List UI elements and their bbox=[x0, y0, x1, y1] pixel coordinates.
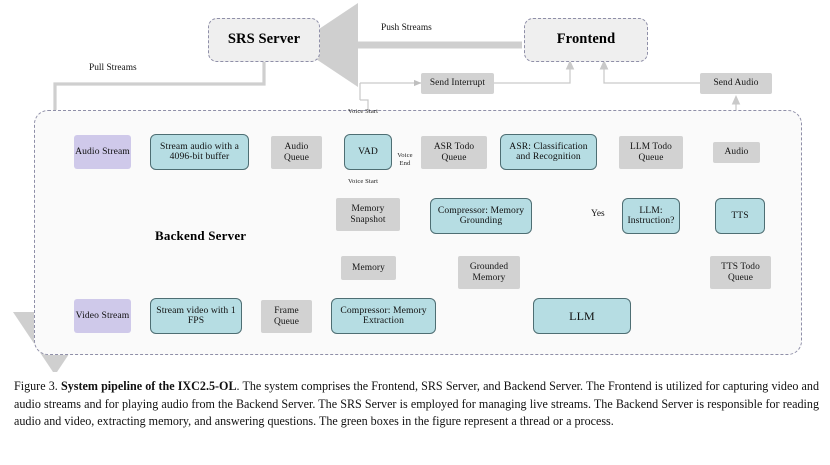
pull-streams-label: Pull Streams bbox=[89, 63, 137, 73]
stream-audio-label: Stream audio with a 4096-bit buffer bbox=[160, 140, 239, 162]
video-stream-label: Video Stream bbox=[75, 309, 130, 321]
audio-queue-box[interactable]: Audio Queue bbox=[271, 136, 322, 169]
memory-label: Memory bbox=[352, 262, 385, 273]
asr-todo-queue-box[interactable]: ASR Todo Queue bbox=[421, 136, 487, 169]
voice-end-label: Voice End bbox=[397, 152, 413, 167]
voice-start-top-label: Voice Start bbox=[348, 108, 379, 115]
voice-start-bottom-label: Voice Start bbox=[348, 178, 379, 185]
compressor-extraction-process-box[interactable]: Compressor: Memory Extraction bbox=[331, 298, 436, 334]
figure-caption: Figure 3. System pipeline of the IXC2.5-… bbox=[14, 378, 819, 431]
caption-body: . The system comprises the Frontend, SRS… bbox=[14, 379, 819, 429]
audio-label: Audio bbox=[724, 147, 749, 158]
asr-process-box[interactable]: ASR: Classification and Recognition bbox=[500, 134, 597, 170]
memory-box[interactable]: Memory bbox=[341, 256, 396, 280]
send-interrupt-label: Send Interrupt bbox=[429, 78, 486, 89]
grounded-memory-box[interactable]: Grounded Memory bbox=[458, 256, 520, 289]
vad-label: VAD bbox=[358, 145, 378, 157]
llm-process-box[interactable]: LLM bbox=[533, 298, 631, 334]
llm-todo-queue-label: LLM Todo Queue bbox=[630, 142, 672, 163]
frame-queue-box[interactable]: Frame Queue bbox=[261, 300, 312, 333]
memory-snapshot-label: Memory Snapshot bbox=[350, 204, 386, 225]
frame-queue-label: Frame Queue bbox=[274, 306, 299, 327]
send-interrupt-box[interactable]: Send Interrupt bbox=[421, 73, 494, 94]
yes-label: Yes bbox=[591, 209, 605, 219]
srs-server-label: SRS Server bbox=[227, 31, 301, 48]
audio-box[interactable]: Audio bbox=[713, 142, 760, 163]
llm-instruction-label: LLM: Instruction? bbox=[627, 204, 675, 226]
stream-audio-process-box[interactable]: Stream audio with a 4096-bit buffer bbox=[150, 134, 249, 170]
llm-todo-queue-box[interactable]: LLM Todo Queue bbox=[619, 136, 683, 169]
frontend-box[interactable]: Frontend bbox=[524, 18, 648, 62]
send-audio-box[interactable]: Send Audio bbox=[700, 73, 772, 94]
tts-todo-queue-box[interactable]: TTS Todo Queue bbox=[710, 256, 771, 289]
stream-video-process-box[interactable]: Stream video with 1 FPS bbox=[150, 298, 242, 334]
video-stream-box[interactable]: Video Stream bbox=[74, 299, 131, 333]
compressor-extraction-label: Compressor: Memory Extraction bbox=[340, 304, 427, 326]
vad-process-box[interactable]: VAD bbox=[344, 134, 392, 170]
asr-todo-queue-label: ASR Todo Queue bbox=[433, 142, 475, 163]
send-audio-label: Send Audio bbox=[713, 78, 759, 89]
frontend-label: Frontend bbox=[556, 31, 616, 48]
llm-instruction-process-box[interactable]: LLM: Instruction? bbox=[622, 198, 680, 234]
audio-stream-box[interactable]: Audio Stream bbox=[74, 135, 131, 169]
audio-stream-label: Audio Stream bbox=[75, 145, 130, 157]
audio-queue-label: Audio Queue bbox=[284, 142, 309, 163]
memory-snapshot-box[interactable]: Memory Snapshot bbox=[336, 198, 400, 231]
compressor-grounding-label: Compressor: Memory Grounding bbox=[437, 204, 525, 226]
srs-server-box[interactable]: SRS Server bbox=[208, 18, 320, 62]
tts-process-box[interactable]: TTS bbox=[715, 198, 765, 234]
caption-title: System pipeline of the IXC2.5-OL bbox=[60, 379, 237, 393]
llm-label: LLM bbox=[569, 308, 595, 323]
tts-label: TTS bbox=[731, 209, 749, 221]
push-streams-label: Push Streams bbox=[381, 23, 432, 33]
backend-server-label: Backend Server bbox=[155, 228, 247, 243]
asr-label: ASR: Classification and Recognition bbox=[509, 140, 588, 162]
compressor-grounding-process-box[interactable]: Compressor: Memory Grounding bbox=[430, 198, 532, 234]
tts-todo-queue-label: TTS Todo Queue bbox=[721, 262, 760, 283]
grounded-memory-label: Grounded Memory bbox=[469, 262, 509, 283]
system-pipeline-figure: Compressor: Memory Grounding --> bbox=[13, 3, 802, 372]
caption-figure-number: Figure 3. bbox=[14, 379, 58, 393]
stream-video-label: Stream video with 1 FPS bbox=[156, 304, 236, 326]
